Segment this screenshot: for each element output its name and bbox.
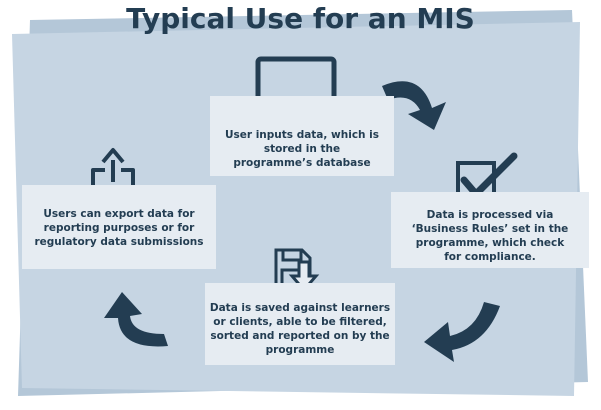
step-card-process <box>391 192 589 268</box>
step-card-export <box>22 185 216 269</box>
page-title: Typical Use for an MIS <box>126 2 475 35</box>
step-text-save: Data is saved against learners or client… <box>209 302 391 356</box>
step-text-process: Data is processed via ‘Business Rules’ s… <box>411 209 569 263</box>
arrow-top-right-icon <box>382 81 446 130</box>
step-card-save <box>205 283 395 365</box>
step-text-input: User inputs data, which is stored in the… <box>224 129 380 169</box>
arrow-bottom-left-icon <box>104 292 168 347</box>
step-card-input <box>210 96 394 176</box>
arrow-bottom-right-icon <box>424 302 500 362</box>
step-text-export: Users can export data for reporting purp… <box>34 208 204 248</box>
